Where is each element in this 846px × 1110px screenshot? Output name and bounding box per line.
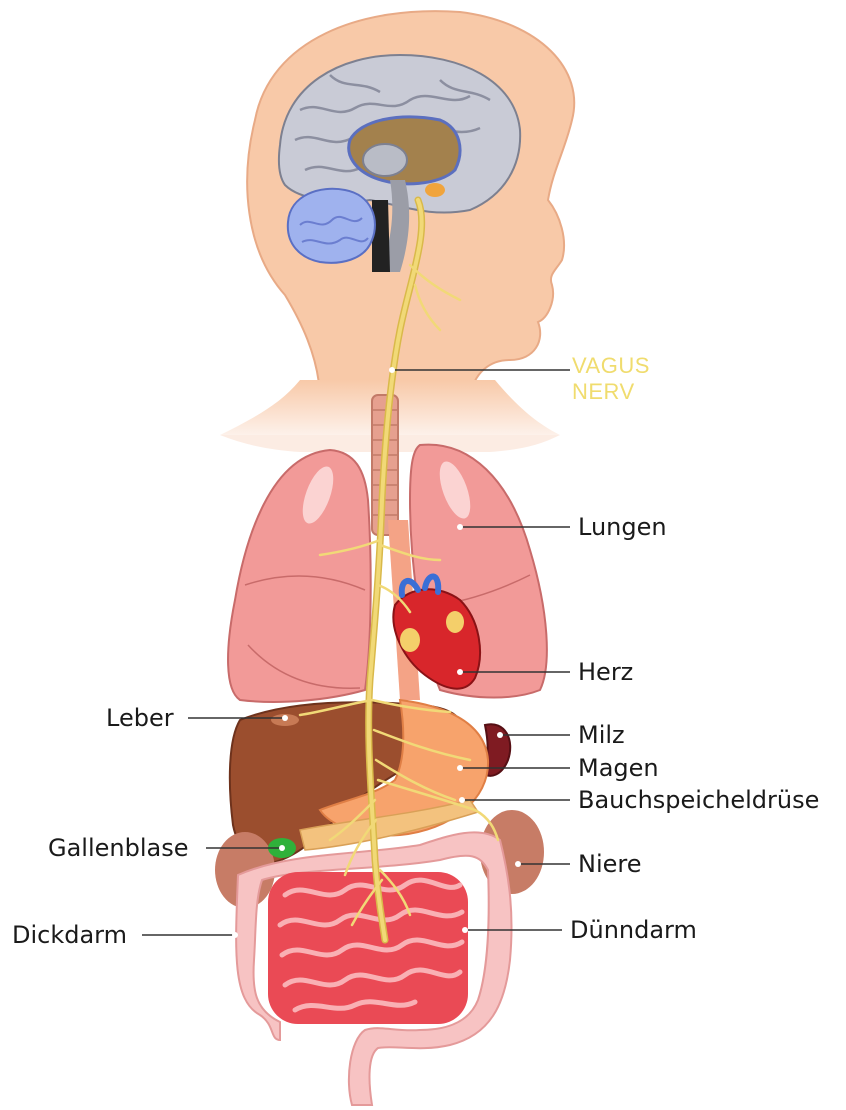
label-leber: Leber [106,704,174,732]
small-intestine [268,872,468,1024]
label-bauchspeicheldruese: Bauchspeicheldrüse [578,786,819,814]
cerebellum [288,189,375,263]
label-herz: Herz [578,658,633,686]
label-lungen: Lungen [578,513,667,541]
label-niere: Niere [578,850,642,878]
vagus-nerve-label-line1: VAGUS [572,354,650,378]
label-dickdarm: Dickdarm [12,921,127,949]
label-magen: Magen [578,754,659,782]
label-milz: Milz [578,721,625,749]
label-gallenblase: Gallenblase [48,834,189,862]
vagus-nerve-label-line2: NERV [572,380,635,404]
label-duenndarm: Dünndarm [570,916,697,944]
